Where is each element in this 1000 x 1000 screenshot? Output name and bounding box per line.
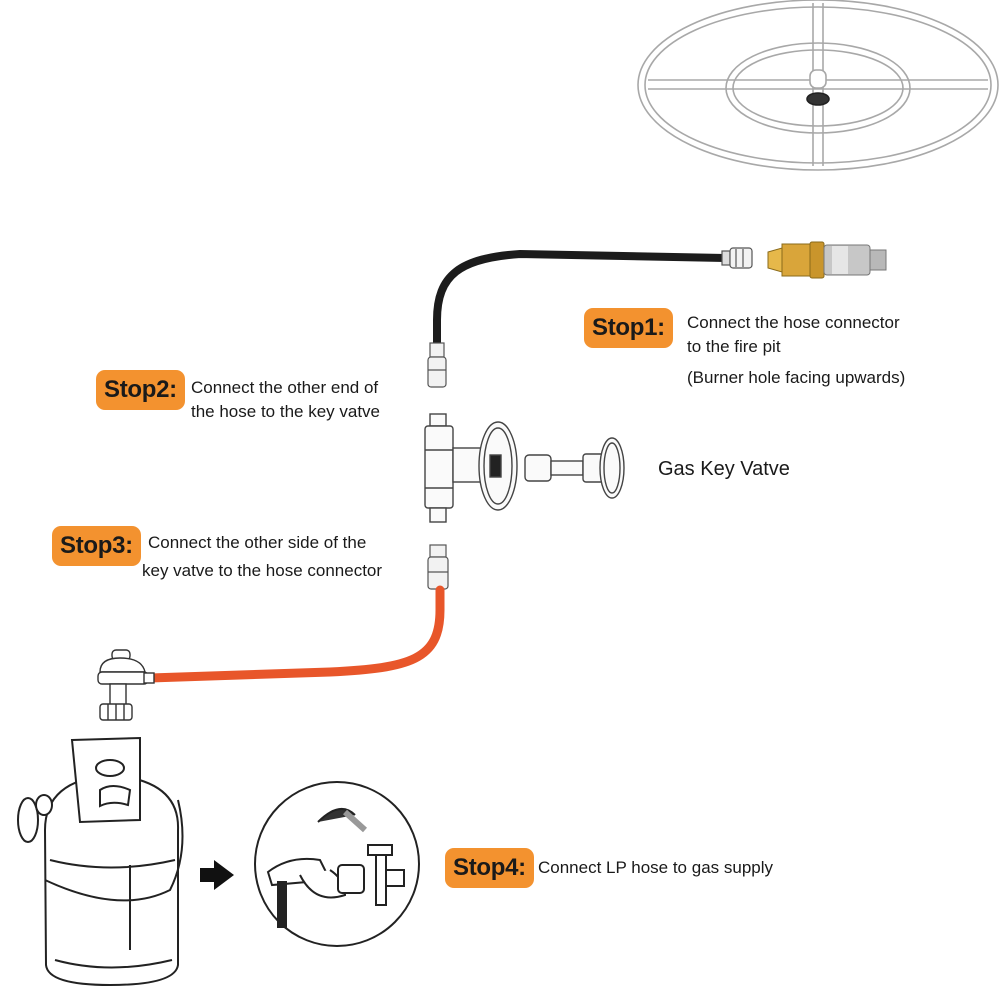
connection-detail-icon xyxy=(254,781,420,947)
step3-line1: Connect the other side of the xyxy=(148,533,367,552)
step4-line1: Connect LP hose to gas supply xyxy=(538,858,774,877)
brass-connector-icon xyxy=(767,241,887,279)
step3-line2: key vatve to the hose connector xyxy=(142,561,383,580)
step1-line2: to the fire pit xyxy=(687,337,781,356)
step4-badge: Stop4: xyxy=(445,848,534,888)
step3-badge: Stop3: xyxy=(52,526,141,566)
regulator-icon xyxy=(97,649,155,721)
key-valve-icon xyxy=(424,413,518,523)
burner-ring-icon xyxy=(637,0,999,171)
hose-fitting-top-icon xyxy=(721,247,753,269)
valve-key-icon xyxy=(524,437,625,499)
black-hose xyxy=(433,249,729,349)
step2-badge: Stop2: xyxy=(96,370,185,410)
right-arrow-icon xyxy=(200,860,234,890)
propane-tank-icon xyxy=(17,736,184,987)
step2-line2: the hose to the key vatve xyxy=(191,402,381,421)
gas-key-valve-label: Gas Key Vatve xyxy=(658,458,790,480)
step1-badge: Stop1: xyxy=(584,308,673,348)
hose-fitting-lower-icon xyxy=(427,544,449,590)
lp-hose xyxy=(145,585,445,683)
step1-line1: Connect the hose connector xyxy=(687,313,900,332)
step1-note: (Burner hole facing upwards) xyxy=(687,368,906,387)
step2-line1: Connect the other end of xyxy=(191,378,379,397)
hose-fitting-left-icon xyxy=(427,342,447,388)
